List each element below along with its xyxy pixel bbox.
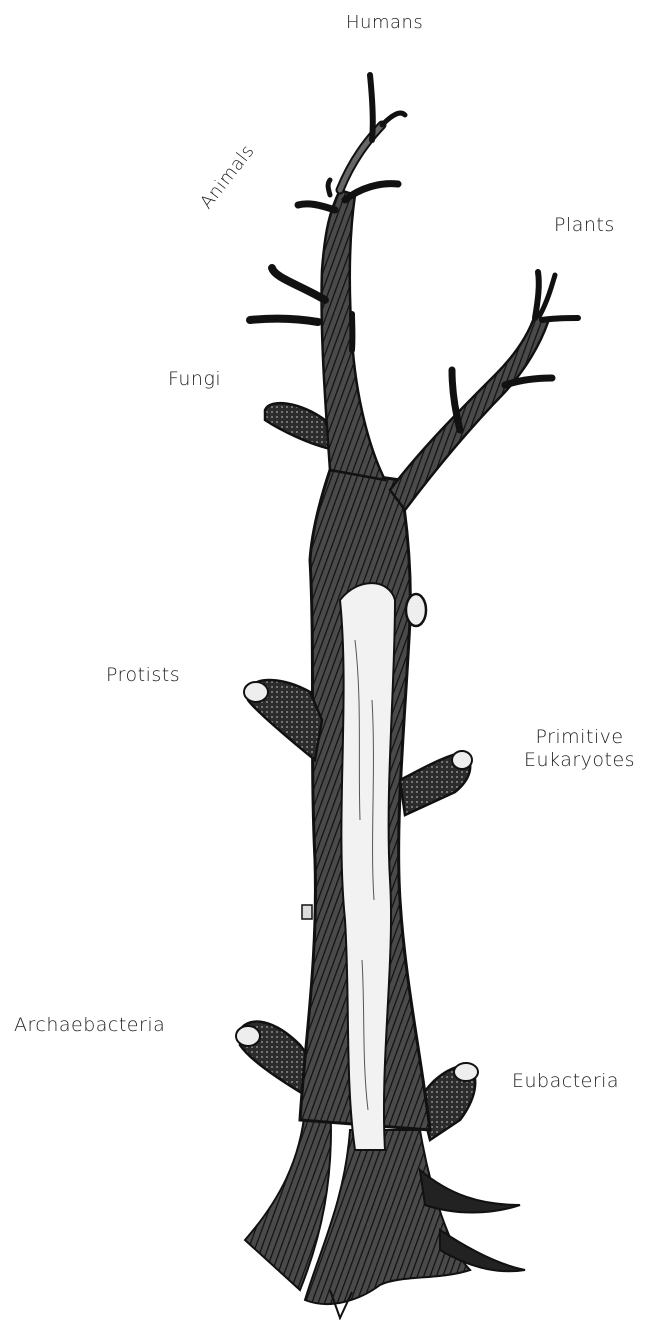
label-fungi: Fungi — [168, 368, 221, 391]
branch-protists — [244, 680, 322, 760]
label-plants: Plants — [554, 214, 615, 237]
branch-plants — [390, 272, 578, 510]
label-eubacteria: Eubacteria — [512, 1070, 619, 1093]
label-humans: Humans — [346, 12, 423, 34]
label-archaebacteria: Archaebacteria — [14, 1014, 165, 1037]
branch-primitive-eukaryotes — [400, 751, 472, 815]
label-protists: Protists — [106, 664, 180, 687]
label-primitive-eukaryotes: Primitive Eukaryotes — [524, 726, 635, 772]
label-primitive-eukaryotes-line2: Eukaryotes — [524, 749, 635, 772]
label-primitive-eukaryotes-line1: Primitive — [524, 726, 635, 749]
branch-fungi — [265, 403, 335, 450]
